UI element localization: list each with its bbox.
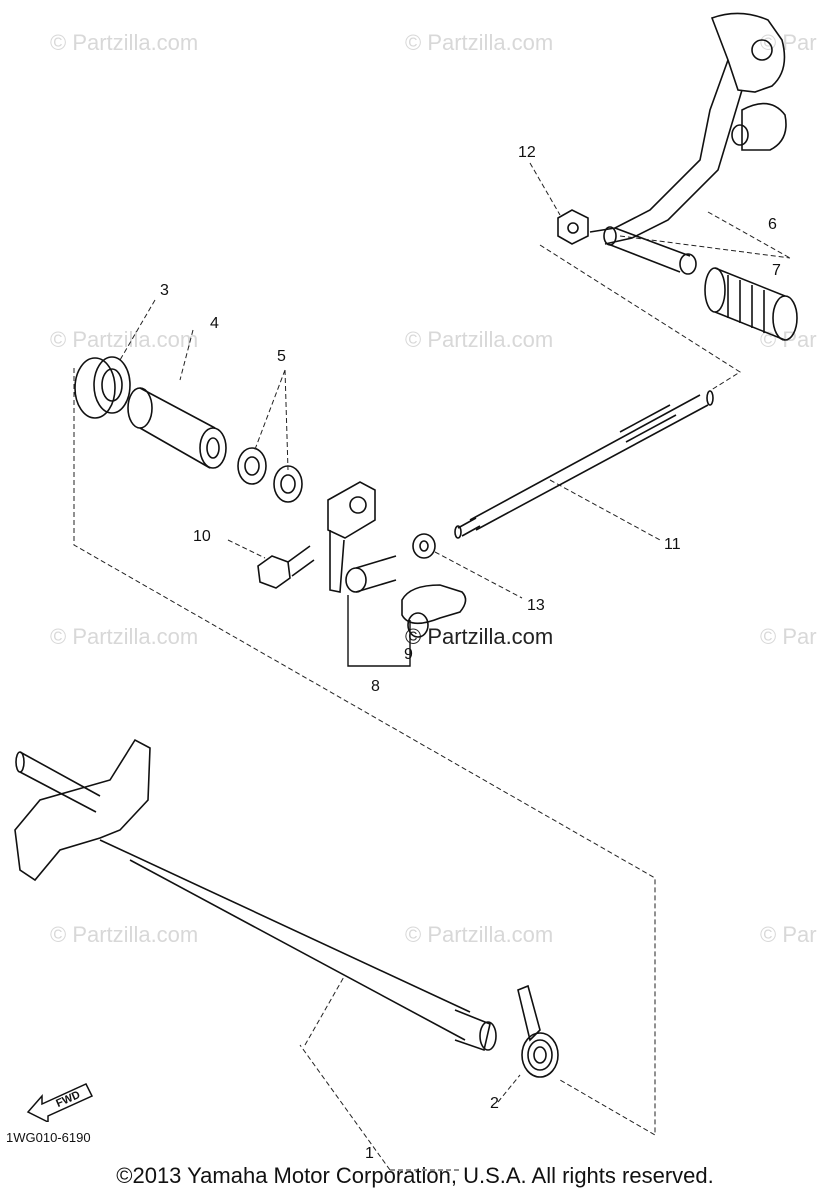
- shift-rod-11: [454, 390, 714, 539]
- shift-shaft-1: [14, 738, 497, 1052]
- callout-12: 12: [518, 144, 536, 161]
- callout-8: 8: [371, 678, 380, 695]
- ball-joint-9: [401, 584, 467, 638]
- callout-7: 7: [772, 262, 781, 279]
- callout-11: 11: [664, 536, 681, 553]
- shift-arm-joint-8: [327, 481, 397, 593]
- bearing-5b: [273, 465, 303, 503]
- callout-3: 3: [160, 282, 169, 299]
- callout-13: 13: [527, 597, 545, 614]
- spring-2: [517, 984, 559, 1078]
- watermark: © Partzilla.com: [405, 327, 554, 352]
- callout-9: 9: [404, 646, 413, 663]
- shift-pedal: [589, 12, 787, 275]
- callout-4: 4: [210, 315, 219, 332]
- watermark: © Partzilla.com: [50, 624, 199, 649]
- diagram-code: 1WG010-6190: [6, 1130, 91, 1145]
- callout-2: 2: [490, 1095, 499, 1112]
- copyright-notice: ©2013 Yamaha Motor Corporation, U.S.A. A…: [116, 1163, 714, 1188]
- watermark: © Par: [760, 922, 817, 947]
- callout-1: 1: [365, 1145, 374, 1162]
- callout-10: 10: [193, 528, 211, 545]
- bearing-5a: [237, 447, 267, 485]
- callout-5: 5: [277, 348, 286, 365]
- watermark: © Par: [760, 624, 817, 649]
- oil-seal-3: [74, 356, 131, 419]
- watermark: © Partzilla.com: [50, 327, 199, 352]
- washer-13: [412, 533, 436, 559]
- callout-6: 6: [768, 216, 777, 233]
- forward-arrow-icon: FWD: [26, 1074, 98, 1124]
- watermark: © Partzilla.com: [405, 922, 554, 947]
- watermark-center: © Partzilla.com: [405, 624, 554, 649]
- nut-12: [557, 209, 589, 245]
- collar-4: [127, 387, 227, 469]
- watermark: © Partzilla.com: [405, 30, 554, 55]
- footpeg-rubber-7: [704, 267, 798, 341]
- watermark: © Partzilla.com: [50, 922, 199, 947]
- bolt-10: [257, 545, 315, 589]
- watermark: © Partzilla.com: [50, 30, 199, 55]
